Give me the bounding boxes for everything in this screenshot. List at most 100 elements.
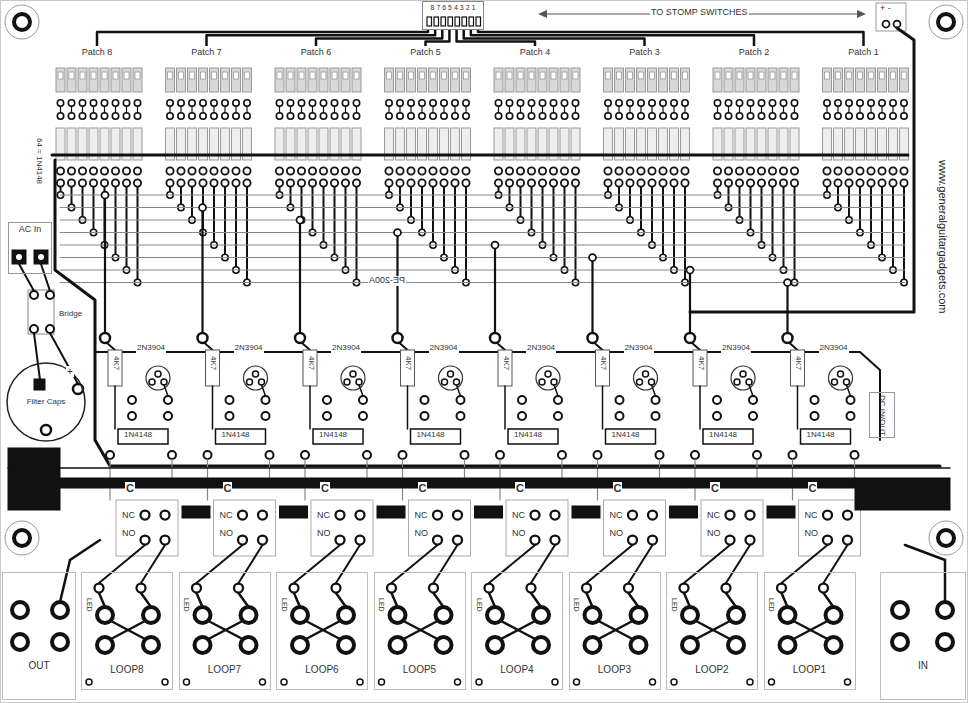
solder-pad <box>605 113 611 119</box>
dip-lever <box>529 72 534 79</box>
trace <box>19 264 34 291</box>
solder-pad <box>323 412 331 420</box>
resistor-body <box>206 350 220 386</box>
trace <box>443 106 444 113</box>
dip-lever <box>792 72 797 79</box>
solder-pad <box>685 333 695 343</box>
solder-pad <box>847 412 855 420</box>
node-label: 8 7 6 5 4 3 2 1 <box>431 4 476 12</box>
bridge-outline <box>28 290 54 334</box>
solder-pad <box>419 100 425 106</box>
solder-pad <box>624 584 633 593</box>
solder-pad <box>46 291 54 299</box>
solder-pad <box>204 451 212 459</box>
dip-lever <box>650 72 655 79</box>
dip-switch <box>735 68 744 92</box>
solder-pad <box>649 379 655 385</box>
trace <box>290 106 291 113</box>
dip-switch <box>746 68 755 92</box>
solder-pad <box>106 451 114 459</box>
solder-pad <box>791 100 797 106</box>
solder-pad <box>247 379 253 385</box>
solder-pad <box>834 167 841 174</box>
patch-block: Patch 6 <box>271 46 361 164</box>
dip-lever <box>91 72 96 79</box>
trace <box>531 187 533 233</box>
trace <box>553 106 554 113</box>
trace <box>197 545 243 583</box>
solder-pad <box>453 511 462 520</box>
patch-block: Patch 7 <box>162 46 252 164</box>
trace <box>197 593 203 607</box>
parts-note: 64 = 1N4148 <box>33 138 44 184</box>
trace <box>739 106 740 113</box>
solder-pad <box>638 113 644 119</box>
solder-pad <box>452 100 458 106</box>
solder-pad <box>680 584 689 593</box>
trace <box>696 621 730 639</box>
solder-pad <box>561 179 568 186</box>
trace <box>794 621 828 639</box>
trace <box>82 106 83 113</box>
relay-pin: C <box>418 482 428 494</box>
dip-switch <box>199 68 208 92</box>
dip-lever <box>836 72 841 79</box>
solder-pad <box>868 113 874 119</box>
switch-trace <box>316 30 442 46</box>
trace <box>881 187 883 258</box>
solder-pad <box>539 179 546 186</box>
solder-pad <box>879 113 885 119</box>
solder-pad <box>648 179 655 186</box>
copper-block <box>182 506 210 518</box>
header-pin <box>455 17 460 26</box>
trace <box>205 343 213 350</box>
trace <box>629 593 639 607</box>
trace <box>783 106 784 113</box>
dip-lever <box>617 72 622 79</box>
transistor-label: 2N3904 <box>429 344 459 353</box>
solder-pad <box>298 167 305 174</box>
solder-pad <box>408 113 414 119</box>
solder-pad <box>128 412 136 420</box>
trace <box>699 386 701 429</box>
trace <box>246 106 247 113</box>
transistor-outline <box>829 366 853 390</box>
dip-lever <box>288 72 293 79</box>
dip-lever <box>201 72 206 79</box>
relay-pin: NC <box>804 511 819 521</box>
trace <box>750 187 752 233</box>
resistor-value: 4K7 <box>110 356 121 370</box>
dip-lever <box>124 72 129 79</box>
dip-lever <box>387 72 392 79</box>
dip-lever <box>661 72 666 79</box>
matrix-row <box>60 220 905 221</box>
ac-input: AC In <box>8 222 52 274</box>
dip-switch <box>867 68 876 92</box>
solder-pad <box>199 204 206 211</box>
trace <box>301 106 302 113</box>
resistor-body <box>693 350 707 386</box>
trace <box>388 106 389 113</box>
solder-pad <box>616 113 622 119</box>
solder-pad <box>90 100 96 106</box>
solder-pad <box>344 379 350 385</box>
solder-pad <box>168 451 176 459</box>
solder-pad <box>857 100 863 106</box>
dip-lever <box>748 72 753 79</box>
solder-pad <box>297 217 304 224</box>
trace <box>870 187 872 245</box>
solder-pad <box>846 100 852 106</box>
cap-pad <box>34 379 45 390</box>
trace <box>213 106 214 113</box>
dip-switch <box>341 68 350 92</box>
dip-switch <box>637 68 646 92</box>
solder-pad <box>838 371 844 377</box>
solder-pad <box>298 113 304 119</box>
trace <box>299 220 301 338</box>
matrix-row <box>60 195 905 196</box>
trace <box>454 106 455 113</box>
solder-pad <box>331 100 337 106</box>
mounting-hole-ring <box>5 5 39 39</box>
solder-pad <box>747 100 753 106</box>
